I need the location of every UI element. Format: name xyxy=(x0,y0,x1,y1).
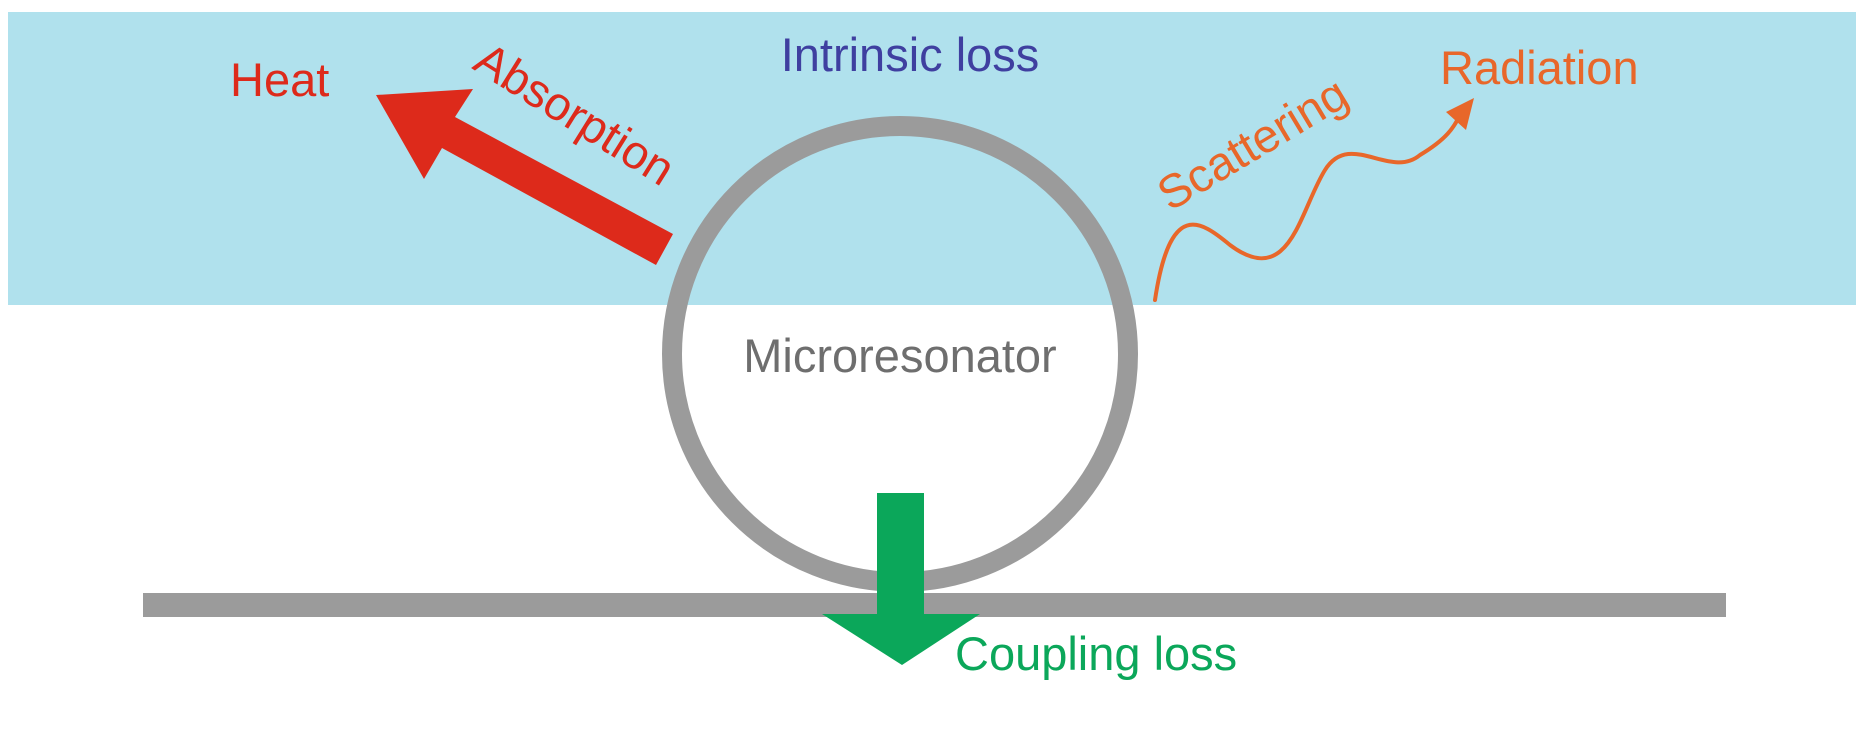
heat-label: Heat xyxy=(230,53,329,106)
coupling-loss-label: Coupling loss xyxy=(955,627,1237,680)
absorption-arrow xyxy=(376,89,673,265)
coupling-loss-arrow xyxy=(822,493,980,665)
scattering-arrowhead xyxy=(1446,98,1474,130)
bus-waveguide xyxy=(143,593,1726,617)
intrinsic-loss-region xyxy=(8,12,1856,305)
microresonator-label: Microresonator xyxy=(743,329,1056,382)
scattering-arrow xyxy=(1153,108,1464,302)
intrinsic-loss-label: Intrinsic loss xyxy=(781,28,1040,81)
radiation-label: Radiation xyxy=(1440,41,1639,94)
